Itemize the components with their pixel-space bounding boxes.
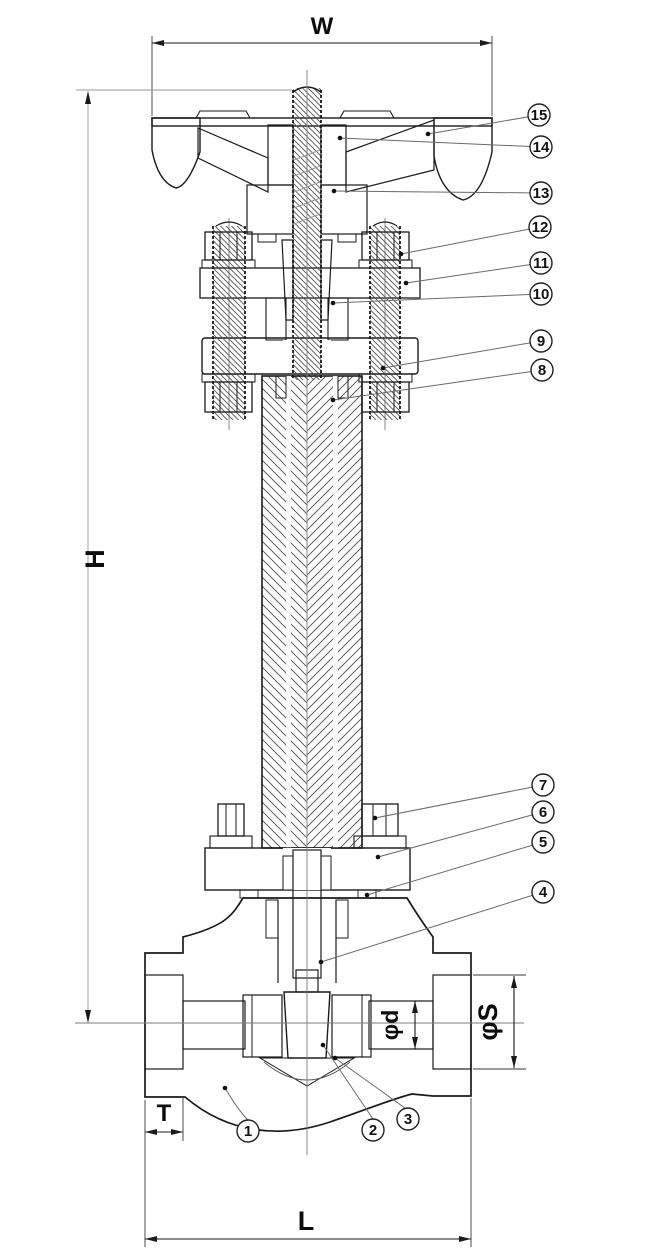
callout-balloon-1: 1: [236, 1119, 260, 1143]
hex-bolt-right: [361, 803, 399, 837]
callout-balloon-8: 8: [530, 358, 554, 382]
gasket-left: [239, 889, 259, 899]
callout-number-8: 8: [538, 362, 546, 379]
stuffing-box-right: [327, 297, 349, 341]
handwheel-spoke-left: [197, 127, 269, 193]
callout-balloon-13: 13: [529, 181, 553, 205]
callout-number-3: 3: [404, 1111, 412, 1128]
callout-balloon-14: 14: [529, 135, 553, 159]
callout-balloon-12: 12: [528, 215, 552, 239]
dimension-w: W: [151, 13, 493, 116]
dimension-h-label: H: [80, 549, 110, 569]
gland-follower-left: [281, 239, 294, 321]
callout-leaders: [222, 114, 544, 1121]
socket-bore-left: [144, 974, 184, 1070]
hex-bolt-left: [217, 803, 245, 837]
inner-tube-line-right: [333, 376, 338, 848]
bolt-washer-left: [209, 835, 253, 849]
callout-number-1: 1: [244, 1123, 252, 1140]
bonnet-nuts: [204, 381, 410, 413]
tube-step-left: [275, 375, 287, 399]
bonnet-stud-bolting: [201, 218, 413, 430]
dimension-l: L: [145, 1098, 472, 1247]
callout-number-14: 14: [533, 139, 550, 156]
callout-number-10: 10: [533, 286, 550, 303]
dimension-bore: φd: [377, 1001, 418, 1049]
callout-number-12: 12: [532, 219, 549, 236]
dimension-socket-label: φS: [473, 1003, 503, 1040]
dimension-socket: φS: [473, 974, 526, 1070]
handwheel-rim-left: [151, 117, 201, 189]
callout-balloon-15: 15: [527, 103, 551, 127]
callout-number-15: 15: [531, 107, 548, 124]
callout-balloons: 15 14 13 12 11 10 9 8 7 6 5 4 1 2 3: [236, 103, 555, 1143]
callout-number-6: 6: [539, 804, 547, 821]
gland-follower-right: [320, 239, 333, 321]
callout-number-5: 5: [539, 834, 547, 851]
callout-balloon-7: 7: [531, 773, 555, 797]
tube-step-right: [337, 375, 349, 399]
dimension-t-label: T: [157, 1100, 172, 1127]
yoke-bushing-left: [246, 184, 294, 235]
callout-balloon-11: 11: [529, 251, 553, 275]
callout-number-2: 2: [369, 1122, 377, 1139]
callout-balloon-6: 6: [531, 800, 555, 824]
bonnet-cavity: [243, 900, 375, 940]
dimension-t: T: [144, 1098, 184, 1247]
seat-ring-left: [242, 994, 283, 1058]
handwheel-lug-right: [339, 110, 395, 119]
callout-balloon-5: 5: [531, 830, 555, 854]
handwheel-spoke-right: [345, 119, 435, 193]
handwheel-lug-left: [195, 110, 251, 119]
callout-number-9: 9: [537, 333, 545, 350]
dimension-l-label: L: [298, 1206, 315, 1236]
callout-balloon-9: 9: [529, 329, 553, 353]
stud-left: [213, 226, 245, 420]
stuffing-box-left: [265, 297, 287, 341]
seat-ring-right: [331, 994, 372, 1058]
callout-number-11: 11: [533, 255, 549, 272]
valve-body: [144, 849, 472, 1132]
valve-assembly: [75, 70, 524, 1155]
callout-balloon-2: 2: [361, 1118, 385, 1142]
pipe-bore-left: [182, 1000, 246, 1050]
extension-bonnet-column: [261, 375, 363, 849]
callout-number-7: 7: [539, 777, 547, 794]
stud-right: [370, 226, 400, 420]
dimension-w-label: W: [311, 13, 334, 40]
yoke-bushing-right: [320, 184, 368, 235]
pipe-bore-right: [368, 1000, 434, 1050]
callout-number-4: 4: [539, 884, 548, 901]
bushing-foot-right: [337, 233, 357, 243]
callout-balloon-10: 10: [529, 282, 553, 306]
callout-number-13: 13: [533, 185, 550, 202]
socket-bore-right: [432, 974, 472, 1070]
bushing-foot-left: [257, 233, 277, 243]
handwheel-rim-right: [433, 117, 493, 201]
dimension-bore-label: φd: [377, 1010, 403, 1041]
dimension-h: H: [76, 89, 292, 1023]
handwheel: [151, 110, 493, 201]
inner-tube-line-left: [286, 376, 291, 848]
callout-balloon-3: 3: [396, 1107, 420, 1131]
callout-balloon-4: 4: [531, 880, 555, 904]
